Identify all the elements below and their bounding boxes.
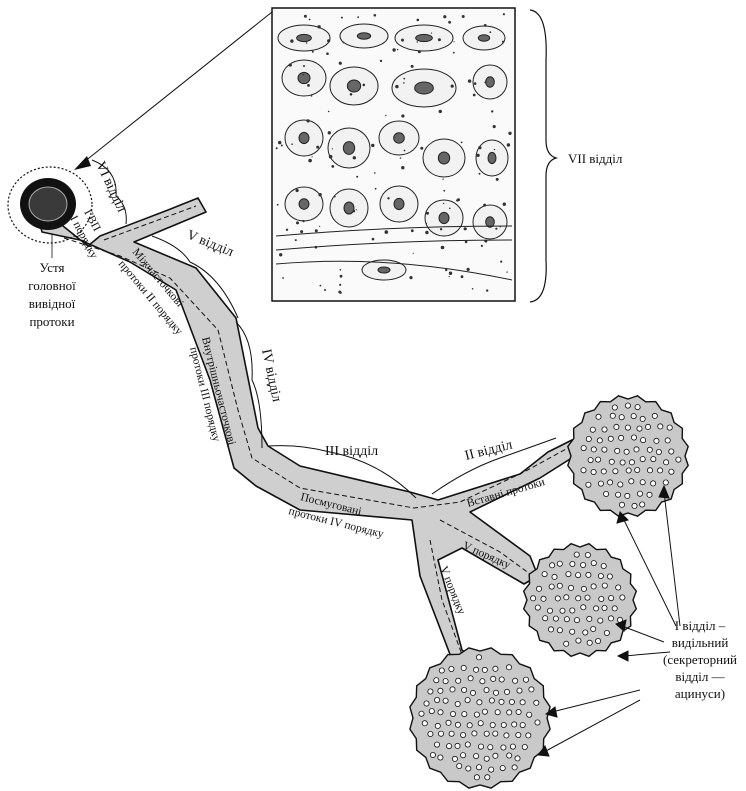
section-vii-brace [530,10,556,302]
pointer-arrow [74,12,272,170]
svg-text:протоки: протоки [29,314,74,329]
section-vi-label: VI відділ [92,159,128,214]
section-ii-label: II відділ [463,438,514,464]
histology-inset [272,8,515,301]
svg-text:Устя: Устя [40,260,65,275]
section-v-label: V відділ [185,228,236,260]
svg-text:головної: головної [28,278,76,293]
svg-text:вивідної: вивідної [29,296,76,311]
acinus-lower [410,648,550,788]
svg-text:ацинуси): ацинуси) [675,686,725,701]
mouth-label: Устя головної вивідної протоки [28,260,76,329]
section-iv-label: IV відділ [258,348,284,404]
acinus-upper [568,396,688,516]
svg-text:відділ —: відділ — [675,669,725,684]
svg-text:видільний: видільний [672,635,729,650]
svg-text:І відділ –: І відділ – [675,618,726,633]
svg-text:(секреторний: (секреторний [663,652,737,667]
acinus-middle [524,544,637,657]
section-i-label: І відділ – видільний (секреторний відділ… [663,618,737,701]
section-vii-label: VII відділ [568,151,623,166]
section-iii-label: III відділ [325,444,378,459]
